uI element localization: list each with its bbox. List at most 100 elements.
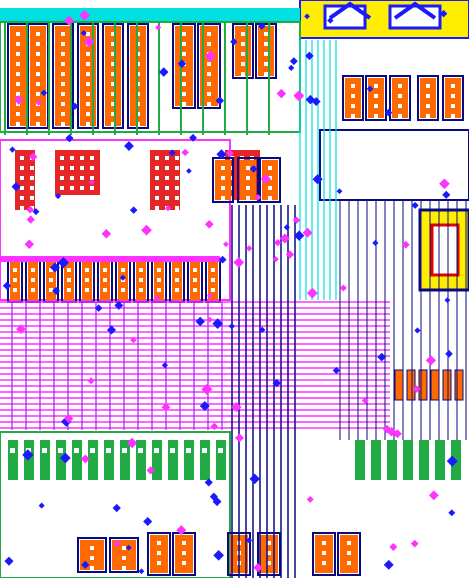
cell-outline [255, 23, 277, 79]
contact [207, 62, 211, 66]
contact [246, 176, 250, 180]
contact [61, 112, 65, 116]
contact [86, 92, 90, 96]
contact [86, 102, 90, 106]
contact [86, 82, 90, 86]
via-marker [228, 323, 235, 330]
contact [36, 62, 40, 66]
contact [16, 92, 20, 96]
cell-outline [342, 75, 364, 121]
cell-outline [259, 157, 281, 203]
contact [20, 206, 24, 210]
via-marker [181, 148, 189, 157]
cell-outline [77, 537, 107, 573]
cell-outline [389, 75, 411, 121]
via-marker [218, 255, 227, 264]
contact [86, 52, 90, 56]
via-marker [32, 208, 40, 216]
contact [426, 104, 430, 108]
contact [61, 32, 65, 36]
well-column [120, 440, 130, 480]
contact [347, 561, 351, 565]
contact [218, 448, 223, 453]
contact [451, 104, 455, 108]
driver-finger [418, 369, 428, 401]
contact [322, 561, 326, 565]
contact [347, 551, 351, 555]
via-marker [59, 452, 71, 464]
via-marker [80, 30, 87, 37]
contact [155, 166, 159, 170]
contact [111, 82, 115, 86]
contact [90, 566, 94, 570]
contact [61, 102, 65, 106]
via-markers [2, 9, 458, 575]
well-column [216, 440, 226, 480]
well-column [40, 440, 50, 480]
contact [86, 122, 90, 126]
contact [374, 84, 378, 88]
via-marker [285, 250, 295, 259]
driver-finger [394, 369, 404, 401]
via-marker [189, 133, 197, 142]
cell-outline [52, 23, 74, 129]
cell-outline [365, 75, 387, 121]
well-column [8, 440, 18, 480]
contact [86, 62, 90, 66]
contact [182, 52, 186, 56]
via-marker [448, 509, 456, 517]
contact [13, 268, 17, 272]
via-marker [50, 262, 60, 273]
via-marker [168, 149, 176, 157]
via-marker [164, 205, 171, 212]
contact [31, 288, 35, 292]
cell-block-right [212, 75, 469, 401]
cell-outline [197, 23, 221, 109]
cell-outline [172, 23, 196, 109]
well-column [72, 440, 82, 480]
contact [165, 166, 169, 170]
contact [175, 156, 179, 160]
via-marker [230, 38, 238, 46]
contact [155, 176, 159, 180]
contact [90, 448, 95, 453]
well-column [371, 440, 381, 480]
contact [175, 288, 179, 292]
contact [70, 166, 74, 170]
contact [61, 62, 65, 66]
well-column [152, 440, 162, 480]
contact [182, 32, 186, 36]
contact [36, 32, 40, 36]
contact [20, 186, 24, 190]
contact [67, 278, 71, 282]
contact [268, 196, 272, 200]
contact [267, 551, 271, 555]
via-marker [279, 233, 290, 244]
contact [85, 268, 89, 272]
via-marker [235, 433, 244, 443]
contact [351, 94, 355, 98]
via-marker [57, 257, 69, 269]
contact [165, 196, 169, 200]
via-marker [225, 149, 234, 158]
contact [246, 166, 250, 170]
contact [16, 42, 20, 46]
well-column [168, 440, 178, 480]
contact [111, 42, 115, 46]
via-marker [215, 96, 225, 105]
contact [121, 268, 125, 272]
contact [36, 42, 40, 46]
contact [267, 541, 271, 545]
contact [347, 541, 351, 545]
contact [211, 288, 215, 292]
contact [111, 32, 115, 36]
driver-finger [406, 369, 416, 401]
io-pad-core [430, 223, 460, 277]
contact [67, 268, 71, 272]
contact [426, 84, 430, 88]
contact [322, 541, 326, 545]
contact [36, 112, 40, 116]
cell-outline [172, 532, 196, 576]
contact [139, 288, 143, 292]
via-marker [276, 88, 287, 99]
